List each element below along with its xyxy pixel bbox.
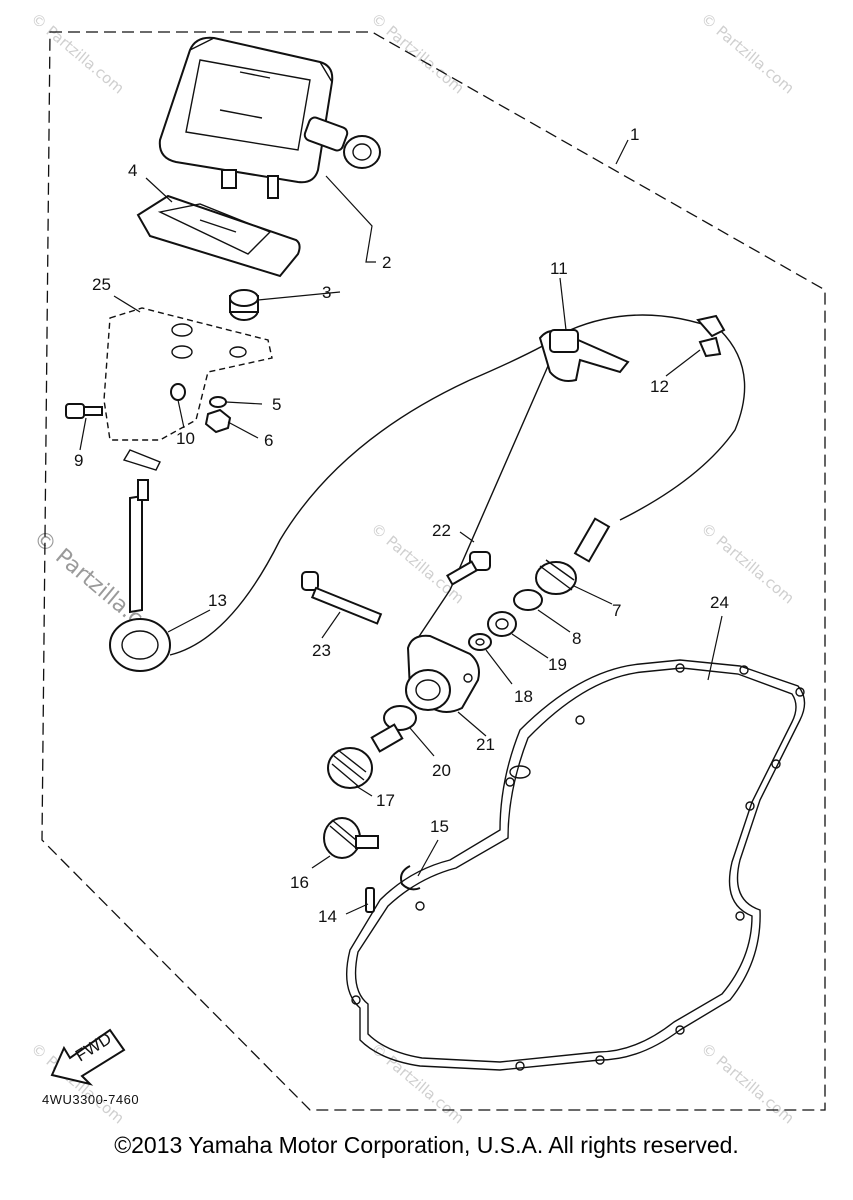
callout-17: 17 — [376, 791, 395, 810]
callout-16: 16 — [290, 873, 309, 892]
callout-18: 18 — [514, 687, 533, 706]
long-bolt — [301, 571, 383, 625]
diagram-code: 4WU3300-7460 — [42, 1092, 139, 1107]
cable-holder — [696, 314, 726, 358]
assembly-boundary — [41, 31, 826, 1111]
copyright-notice: ©2013 Yamaha Motor Corporation, U.S.A. A… — [114, 1132, 739, 1158]
meter-bracket — [136, 194, 301, 278]
callout-23: 23 — [312, 641, 331, 660]
callout-3: 3 — [322, 283, 331, 302]
grommet — [229, 289, 259, 321]
cable-guide-line — [409, 349, 556, 651]
watermark: © Partzilla.com — [697, 9, 797, 97]
callout-25: 25 — [92, 275, 111, 294]
callout-6: 6 — [264, 431, 273, 450]
dowel-pin — [365, 887, 375, 913]
watermark: © Partzilla.com — [367, 1039, 467, 1127]
drive-shaft — [535, 517, 611, 595]
driven-gear — [327, 723, 404, 789]
callout-11: 11 — [550, 259, 568, 278]
watermark: © Partzilla.com — [697, 1039, 797, 1127]
callout-numbers: 1 2 3 4 5 6 7 8 9 10 11 12 13 14 15 16 1… — [74, 125, 729, 926]
fwd-arrow: FWD — [50, 1028, 126, 1086]
callout-13: 13 — [208, 591, 227, 610]
callout-7: 7 — [612, 601, 621, 620]
housing-o-ring — [383, 705, 417, 731]
callout-2: 2 — [382, 253, 391, 272]
parts-diagram: © Partzilla.com © Partzilla.com © Partzi… — [27, 9, 826, 1127]
speedometer-cable-lower — [109, 479, 171, 672]
gear-housing — [405, 634, 480, 713]
watermark: © Partzilla.com — [367, 519, 467, 607]
callout-21: 21 — [476, 735, 495, 754]
circlip — [400, 865, 421, 891]
callout-14: 14 — [318, 907, 337, 926]
callout-8: 8 — [572, 629, 581, 648]
callout-1: 1 — [630, 125, 639, 144]
collar — [170, 383, 186, 401]
speedometer-meter — [158, 36, 381, 199]
thrust-washer — [468, 633, 492, 651]
callout-19: 19 — [548, 655, 567, 674]
callout-9: 9 — [74, 451, 83, 470]
o-ring — [513, 589, 543, 611]
bolt — [65, 403, 103, 419]
drive-gear — [323, 817, 379, 859]
callout-10: 10 — [176, 429, 195, 448]
callout-4: 4 — [128, 161, 137, 180]
watermark: © Partzilla.com — [367, 9, 467, 97]
callout-5: 5 — [272, 395, 281, 414]
watermark: © Partzilla.com — [27, 9, 127, 97]
cable-clamp — [538, 329, 630, 382]
callout-20: 20 — [432, 761, 451, 780]
housing-bolt — [446, 551, 491, 586]
callout-15: 15 — [430, 817, 449, 836]
crankcase-gasket — [345, 659, 806, 1071]
callout-22: 22 — [432, 521, 451, 540]
oil-seal — [487, 611, 517, 637]
leader-lines — [79, 139, 723, 915]
callout-12: 12 — [650, 377, 669, 396]
callout-24: 24 — [710, 593, 729, 612]
washer — [209, 396, 227, 408]
nut — [204, 408, 232, 434]
mounting-plate — [103, 307, 273, 471]
